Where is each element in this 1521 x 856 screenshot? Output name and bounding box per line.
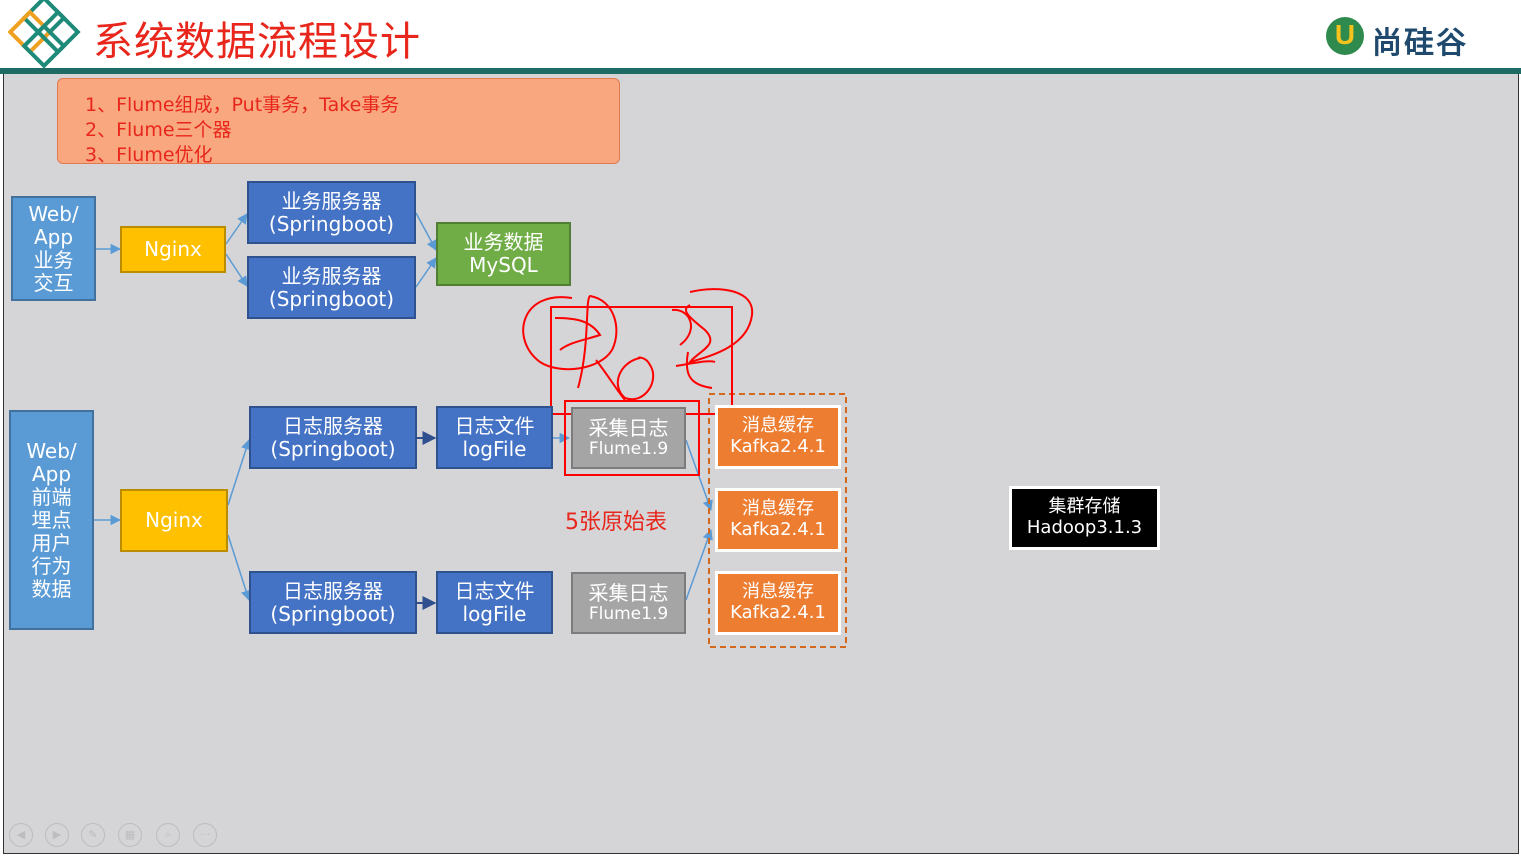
log-nginx-box: Nginx: [120, 489, 228, 552]
flume-label: 采集日志: [588, 580, 669, 605]
business-server-2-box: 业务服务器 (Springboot): [247, 256, 416, 319]
log-source-box: Web/ App 前端 埋点 用户 行为 数据: [9, 410, 94, 630]
connector: [415, 212, 437, 251]
server-sublabel: (Springboot): [268, 211, 395, 236]
connector: [225, 253, 248, 287]
more-icon[interactable]: ···: [193, 823, 217, 847]
business-db-box: 业务数据 MySQL: [436, 222, 571, 286]
connector: [227, 534, 252, 601]
business-source-box: Web/ App 业务 交互: [11, 196, 96, 301]
connector: [227, 439, 252, 506]
business-source-line: 业务: [33, 247, 74, 272]
connector: [225, 213, 248, 245]
log-source-line: Web/: [26, 438, 77, 463]
file-label: 日志文件: [454, 578, 535, 603]
business-nginx-label: Nginx: [144, 237, 202, 261]
flume-label: 采集日志: [588, 415, 669, 440]
server-label: 业务服务器: [281, 263, 382, 288]
storage-label: 集群存储: [1048, 496, 1121, 518]
kafka-2-box: 消息缓存 Kafka2.4.1: [715, 488, 841, 552]
brand-logo-icon: U: [1326, 17, 1364, 55]
kafka-label: 消息缓存: [742, 581, 814, 603]
note-line-3: 3、Flume优化: [85, 144, 213, 166]
raw-tables-label: 5张原始表: [565, 510, 667, 535]
server-label: 日志服务器: [283, 578, 383, 603]
storage-sublabel: Hadoop3.1.3: [1026, 517, 1143, 538]
header-bar: 系统数据流程设计 U 尚硅谷: [0, 0, 1521, 68]
connector: [685, 529, 713, 601]
page-title: 系统数据流程设计: [93, 19, 421, 65]
business-source-line: 交互: [33, 270, 74, 295]
file-label: 日志文件: [454, 413, 535, 438]
header-divider: [0, 68, 1521, 74]
server-sublabel: (Springboot): [270, 436, 396, 461]
kafka-1-box: 消息缓存 Kafka2.4.1: [715, 405, 841, 469]
log-server-2-box: 日志服务器 (Springboot): [249, 571, 417, 634]
flume-2-box: 采集日志 Flume1.9: [571, 572, 686, 634]
slides-icon[interactable]: ▦: [118, 823, 142, 847]
log-source-line: 前端: [31, 484, 72, 509]
business-source-line: Web/: [28, 201, 79, 226]
db-sublabel: MySQL: [469, 253, 538, 277]
file-sublabel: logFile: [462, 601, 527, 626]
hadoop-storage-box: 集群存储 Hadoop3.1.3: [1009, 486, 1160, 550]
log-source-line: 用户: [31, 530, 72, 555]
note-line-1: 1、Flume组成，Put事务，Take事务: [85, 94, 400, 116]
note-line-2: 2、Flume三个器: [85, 119, 232, 141]
file-sublabel: logFile: [462, 436, 527, 461]
log-file-1-box: 日志文件 logFile: [436, 406, 553, 469]
log-file-2-box: 日志文件 logFile: [436, 571, 553, 634]
business-nginx-box: Nginx: [120, 226, 226, 273]
note-scroll: 1、Flume组成，Put事务，Take事务 2、Flume三个器 3、Flum…: [57, 78, 620, 166]
kafka-3-box: 消息缓存 Kafka2.4.1: [715, 571, 841, 635]
server-label: 日志服务器: [283, 413, 383, 438]
log-source-line: App: [31, 461, 72, 486]
pen-icon[interactable]: ✎: [81, 823, 105, 847]
next-icon[interactable]: ▶: [45, 823, 69, 847]
kafka-group-border: [708, 393, 847, 648]
log-nginx-label: Nginx: [145, 508, 203, 532]
connector: [415, 257, 437, 288]
brand-name: 尚硅谷: [1372, 26, 1468, 61]
kafka-sublabel: Kafka2.4.1: [730, 519, 826, 540]
logo-diamond-icon: [8, 0, 81, 68]
log-source-line: 埋点: [31, 507, 72, 532]
business-source-line: App: [33, 224, 74, 249]
kafka-label: 消息缓存: [742, 415, 814, 437]
kafka-sublabel: Kafka2.4.1: [730, 436, 826, 457]
flume-sublabel: Flume1.9: [588, 438, 669, 459]
log-server-1-box: 日志服务器 (Springboot): [249, 406, 417, 469]
server-sublabel: (Springboot): [270, 601, 396, 626]
server-sublabel: (Springboot): [268, 286, 395, 311]
log-source-line: 行为: [31, 553, 72, 578]
log-source-line: 数据: [31, 576, 72, 601]
flume-1-box: 采集日志 Flume1.9: [571, 407, 686, 469]
server-label: 业务服务器: [281, 188, 382, 213]
kafka-sublabel: Kafka2.4.1: [730, 602, 826, 623]
prev-icon[interactable]: ◀: [9, 823, 33, 847]
flume-sublabel: Flume1.9: [588, 603, 669, 624]
kafka-label: 消息缓存: [742, 498, 814, 520]
zoom-icon[interactable]: ⌕: [156, 823, 180, 847]
business-server-1-box: 业务服务器 (Springboot): [247, 181, 416, 244]
db-label: 业务数据: [463, 230, 544, 254]
